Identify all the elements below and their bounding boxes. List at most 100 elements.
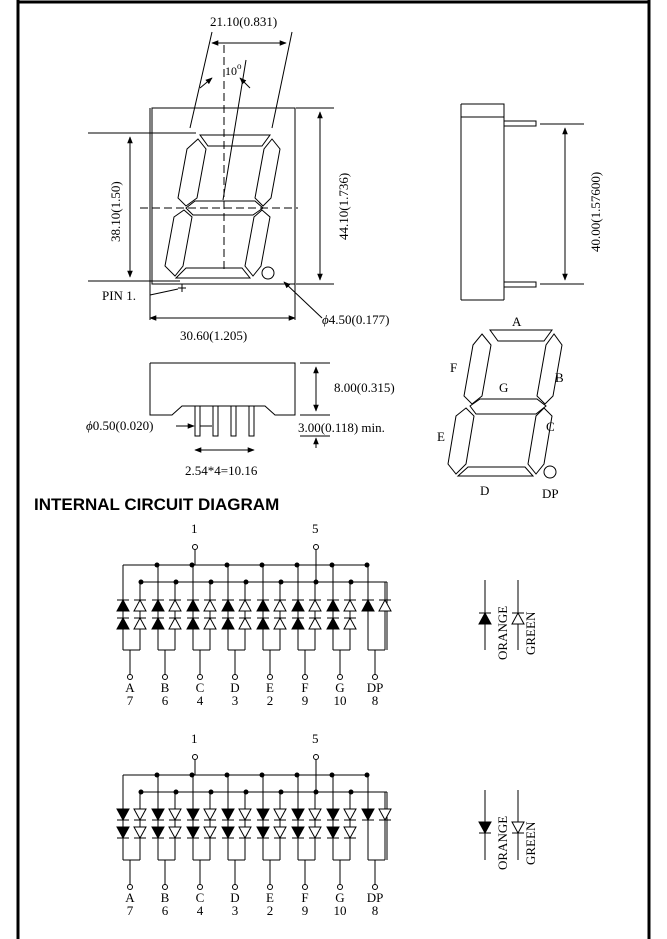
orange-led-diode	[326, 598, 340, 612]
segment-pin	[372, 674, 378, 680]
orange-led-diode	[116, 826, 130, 840]
green-led-diode	[238, 826, 252, 840]
green-led-diode	[343, 826, 357, 840]
orange-led-diode	[326, 808, 340, 822]
segment-pin-number: 6	[162, 903, 169, 918]
segment-pin	[232, 674, 238, 680]
junction-dot	[154, 562, 160, 568]
green-led-diode	[203, 826, 217, 840]
angle-value: 10	[225, 64, 237, 78]
segment-pin	[372, 884, 378, 890]
green-led-diode	[133, 616, 147, 630]
orange-led-diode	[291, 808, 305, 822]
green-led-diode	[273, 808, 287, 822]
dim-top-width: 21.10(0.831)	[210, 14, 277, 29]
segment-pin-name: G	[335, 890, 344, 905]
green-led-diode	[273, 616, 287, 630]
junction-dot	[259, 562, 265, 568]
legend-green: GREEN	[523, 821, 538, 865]
junction-dot	[259, 772, 265, 778]
dim-depth: 8.00(0.315)	[334, 380, 395, 395]
junction-dot	[243, 579, 249, 585]
segment-pin	[267, 674, 273, 680]
junction-dot	[278, 789, 284, 795]
orange-led-diode	[256, 826, 270, 840]
legend-orange: ORANGE	[495, 816, 510, 870]
orange-led-diode	[326, 826, 340, 840]
junction-dot	[278, 579, 284, 585]
green-led-diode	[238, 598, 252, 612]
segment-pin-number: 7	[127, 693, 134, 708]
junction-dot	[243, 789, 249, 795]
orange-led-diode	[221, 826, 235, 840]
pin-dia-value: 0.50(0.020)	[93, 418, 154, 433]
junction-dot	[348, 579, 354, 585]
green-led-diode	[308, 616, 322, 630]
dim-pin-pitch: 2.54*4=10.16	[185, 463, 258, 478]
section-title: INTERNAL CIRCUIT DIAGRAM	[34, 495, 279, 514]
segment-pin-number: 3	[232, 903, 239, 918]
seg-label-a: A	[512, 314, 522, 329]
orange-led-diode	[291, 616, 305, 630]
junction-dot	[348, 789, 354, 795]
orange-led-diode	[361, 808, 375, 822]
dim-side-height: 40.00(1.57600)	[588, 172, 603, 252]
common-pin-1	[192, 544, 198, 550]
seg-label-dp: DP	[542, 486, 559, 501]
green-led-diode	[168, 616, 182, 630]
green-led-diode	[378, 808, 392, 822]
orange-led-diode	[256, 598, 270, 612]
junction-dot	[364, 772, 370, 778]
junction-dot	[154, 772, 160, 778]
dim-body-height: 44.10(1.736)	[336, 173, 351, 240]
green-led-diode	[203, 808, 217, 822]
junction-dot	[224, 562, 230, 568]
orange-led-diode	[151, 808, 165, 822]
angle-degree: o	[237, 61, 242, 71]
green-led-diode	[378, 598, 392, 612]
segment-pin-name: C	[196, 680, 205, 695]
orange-led-diode	[186, 616, 200, 630]
orange-led-diode	[291, 598, 305, 612]
orange-led-diode	[256, 808, 270, 822]
green-led-diode	[133, 808, 147, 822]
junction-dot	[329, 562, 335, 568]
seg-label-b: B	[555, 370, 564, 385]
segment-pin-number: 9	[302, 903, 309, 918]
orange-led-diode	[151, 826, 165, 840]
dim-standoff: 3.00(0.118) min.	[298, 420, 385, 435]
junction-dot	[189, 562, 195, 568]
segment-pin-name: B	[161, 680, 170, 695]
segment-pin	[127, 674, 133, 680]
segment-pin	[267, 884, 273, 890]
segment-pin-name: A	[125, 890, 135, 905]
orange-led-diode	[151, 598, 165, 612]
green-led-diode	[203, 598, 217, 612]
dim-hole: ϕ4.50(0.177)	[322, 312, 389, 327]
junction-dot	[173, 579, 179, 585]
segment-pin-name: F	[301, 890, 308, 905]
green-led-diode	[273, 598, 287, 612]
junction-dot	[208, 579, 214, 585]
segment-pin-number: 8	[372, 693, 379, 708]
segment-pin-number: 9	[302, 693, 309, 708]
common-pin-1-label: 1	[191, 731, 198, 746]
legend-green: GREEN	[523, 611, 538, 655]
orange-led-diode	[186, 808, 200, 822]
junction-dot	[224, 772, 230, 778]
junction-dot	[189, 772, 195, 778]
seg-label-d: D	[480, 483, 489, 498]
orange-led-diode	[291, 826, 305, 840]
segment-pin-name: C	[196, 890, 205, 905]
orange-led-diode	[221, 616, 235, 630]
segment-diagram	[447, 329, 563, 479]
green-led-diode	[168, 826, 182, 840]
segment-pin-name: D	[230, 680, 239, 695]
junction-dot	[364, 562, 370, 568]
green-led-diode	[133, 826, 147, 840]
dim-body-width: 30.60(1.205)	[180, 328, 247, 343]
segment-pin	[302, 674, 308, 680]
